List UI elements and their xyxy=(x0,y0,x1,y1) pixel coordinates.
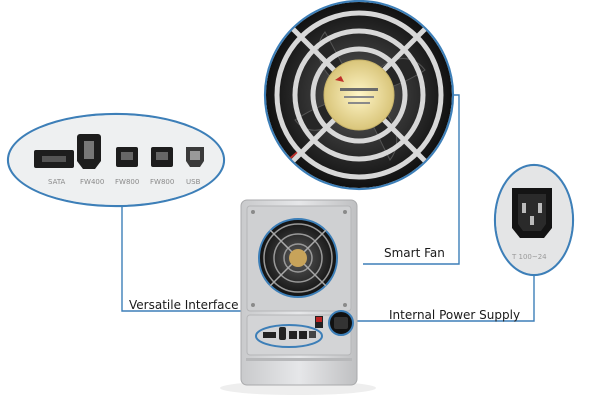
sata-port-icon xyxy=(34,150,74,168)
interface-ports-zoom: SATA FW400 FW800 FW800 USB xyxy=(6,112,226,208)
power-supply-line xyxy=(357,272,535,322)
usb-port-icon xyxy=(186,147,204,167)
internal-power-supply-label: Internal Power Supply xyxy=(389,308,521,322)
fw800-port-b-icon xyxy=(151,147,173,167)
smart-fan-zoom xyxy=(263,0,455,191)
smart-fan-line xyxy=(363,94,460,265)
port-label-sata: SATA xyxy=(48,178,66,186)
power-socket-zoom: T 100~24 xyxy=(493,163,575,277)
fw800-port-a-icon xyxy=(116,147,138,167)
fw400-port-icon xyxy=(77,134,101,169)
smart-fan-label: Smart Fan xyxy=(384,246,445,260)
versatile-interface-label: Versatile Interface xyxy=(129,298,239,312)
drive-enclosure xyxy=(220,199,376,395)
port-label-fw800-b: FW800 xyxy=(150,178,174,186)
port-label-fw800-a: FW800 xyxy=(115,178,139,186)
port-label-usb: USB xyxy=(186,178,201,186)
port-label-fw400: FW400 xyxy=(80,178,104,186)
power-socket-caption: T 100~24 xyxy=(511,253,547,261)
